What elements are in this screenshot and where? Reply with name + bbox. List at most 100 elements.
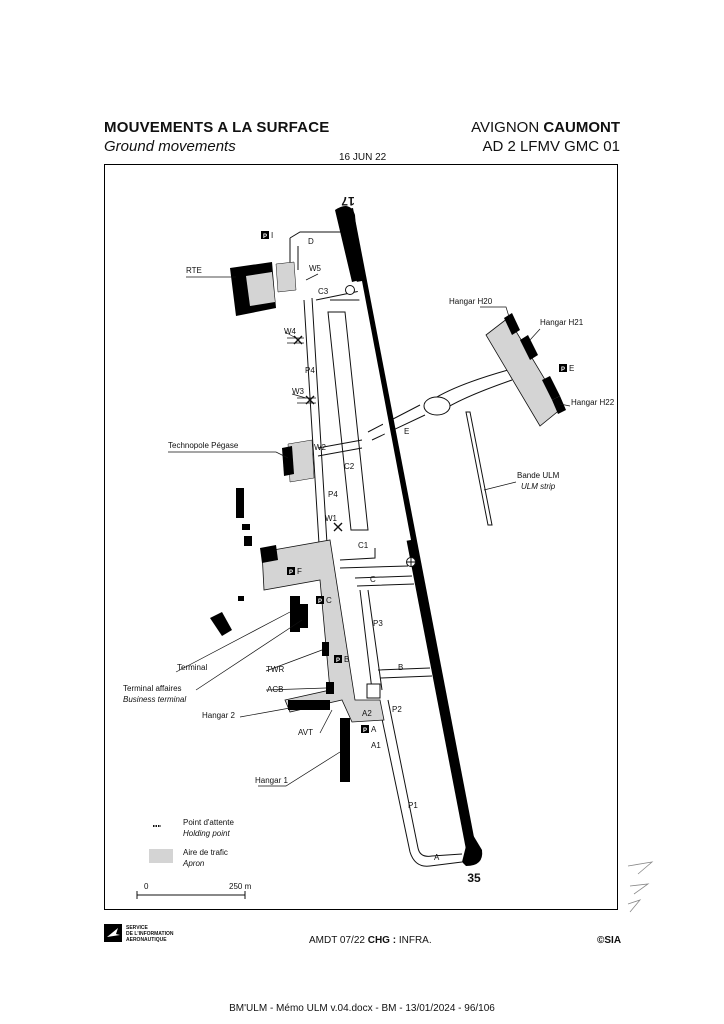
business-terminal-building <box>300 604 308 628</box>
acb-building <box>326 682 334 694</box>
svg-text:P: P <box>363 728 367 734</box>
taxiway-label-w5: W5 <box>309 264 322 273</box>
label-ulm-strip-en: ULM strip <box>521 482 556 491</box>
label-hangar-h20: Hangar H20 <box>449 297 493 306</box>
rte-apron <box>246 272 275 306</box>
hangar-h21 <box>520 335 538 360</box>
parking-f-label: F <box>297 567 302 576</box>
taxiway-label-a2: A2 <box>362 709 372 718</box>
label-hangar2: Hangar 2 <box>202 711 235 720</box>
taxiway-c <box>354 575 415 587</box>
amendment-number: AMDT 07/22 <box>309 935 368 946</box>
chart-code: AD 2 LFMV GMC 01 <box>482 138 620 155</box>
label-business-en: Business terminal <box>123 695 186 704</box>
taxiway-label-a: A <box>434 853 440 862</box>
taxiway-label-c: C <box>370 575 376 584</box>
runway-17-end <box>335 206 360 282</box>
leader-lines <box>168 273 571 787</box>
handwritten-signature <box>627 861 654 913</box>
svg-text:P: P <box>336 658 340 664</box>
parking-b-icon <box>334 655 342 663</box>
aerodrome-name-bold: CAUMONT <box>543 119 620 136</box>
taxiway-e <box>367 369 513 441</box>
apron-building <box>260 545 278 563</box>
hangar2-building <box>288 700 330 710</box>
legend-apron-fr: Aire de trafic <box>183 848 228 857</box>
sia-logo-icon <box>104 924 122 942</box>
label-hangar-h21: Hangar H21 <box>540 318 584 327</box>
hangar-h22-a <box>542 376 560 400</box>
label-rte: RTE <box>186 266 202 275</box>
west-building-2 <box>242 524 250 530</box>
legend-apron-en: Apron <box>182 859 205 868</box>
label-technopole: Technopole Pégase <box>168 441 239 450</box>
sia-name-line1: SERVICE <box>126 925 148 931</box>
scale-bar <box>136 891 246 899</box>
taxiway-p4 <box>289 231 345 561</box>
parking-i-label: I <box>271 231 273 240</box>
svg-text:P: P <box>289 570 293 576</box>
taxiway-label-w4: W4 <box>284 327 297 336</box>
sia-name-line3: AERONAUTIQUE <box>126 937 167 943</box>
parking-c-icon <box>316 596 324 604</box>
parking-e-label: E <box>569 364 574 373</box>
twr-building <box>322 642 329 656</box>
runway-35-end <box>462 830 483 866</box>
west-building-4 <box>210 612 232 636</box>
apron-island <box>366 683 381 699</box>
amendment-line: AMDT 07/22 CHG : INFRA. <box>309 935 432 946</box>
ulm-strip <box>465 411 493 526</box>
label-hangar1: Hangar 1 <box>255 776 288 785</box>
runway-marker-cross <box>407 558 415 566</box>
holding-points <box>293 335 343 532</box>
inner-strip <box>327 311 369 531</box>
runway-centerline-gap <box>356 281 411 541</box>
copyright: ©SIA <box>597 935 622 946</box>
west-building-3 <box>244 536 252 546</box>
taxiway-b <box>377 667 433 679</box>
taxiway-label-p3: P3 <box>373 619 383 628</box>
legend: Point d'attente Holding point Aire de tr… <box>136 818 252 899</box>
sia-name-line2: DE L'INFORMATION <box>126 931 174 937</box>
runway-35-number: 35 <box>467 871 481 885</box>
taxiway-c2 <box>317 439 363 457</box>
technopole-building <box>282 446 294 476</box>
chart-date: 16 JUN 22 <box>339 152 387 163</box>
parking-a-icon <box>361 725 369 733</box>
runway-north-marker <box>345 285 355 295</box>
taxiway-label-c3: C3 <box>318 287 329 296</box>
parking-e-icon <box>559 364 567 372</box>
hangar-h22-b <box>552 396 566 414</box>
scale-start: 0 <box>144 882 149 891</box>
runway-17-number: 17 <box>341 194 355 208</box>
taxiway-label-p1: P1 <box>408 801 418 810</box>
taxiway-label-d: D <box>308 237 314 246</box>
legend-apron-swatch <box>149 849 173 863</box>
taxiway-label-w2: W2 <box>314 443 327 452</box>
parking-markers: P I P E P F P C P B P A <box>261 231 574 734</box>
w3-line <box>297 397 316 404</box>
taxiway-label-p4b: P4 <box>328 490 338 499</box>
rte-apron-east <box>275 261 297 293</box>
west-building-1 <box>236 488 244 518</box>
taxiway-c3 <box>315 289 366 301</box>
holding-point-w1 <box>333 522 343 532</box>
map-frame <box>104 164 618 910</box>
west-building-5 <box>238 596 244 601</box>
taxiway-p1 <box>377 699 463 867</box>
taxiway-c1 <box>339 548 409 569</box>
terminal-building <box>290 596 300 632</box>
document-footer: BM'ULM - Mémo ULM v.04.docx - BM - 13/01… <box>229 1003 495 1014</box>
taxiway-label-c1: C1 <box>358 541 369 550</box>
label-hangar-h22: Hangar H22 <box>571 398 615 407</box>
svg-text:P: P <box>561 367 565 373</box>
parking-c-label: C <box>326 596 332 605</box>
chart-title-fr: MOUVEMENTS A LA SURFACE <box>104 119 330 136</box>
label-ulm-strip-fr: Bande ULM <box>517 471 560 480</box>
label-acb: ACB <box>267 685 283 694</box>
taxiway-label-p2: P2 <box>392 705 402 714</box>
hangar-h20 <box>504 313 520 335</box>
parking-i-icon <box>261 231 269 239</box>
aerodrome-name: AVIGNON CAUMONT <box>471 119 620 136</box>
change-label: CHG : <box>367 935 397 946</box>
